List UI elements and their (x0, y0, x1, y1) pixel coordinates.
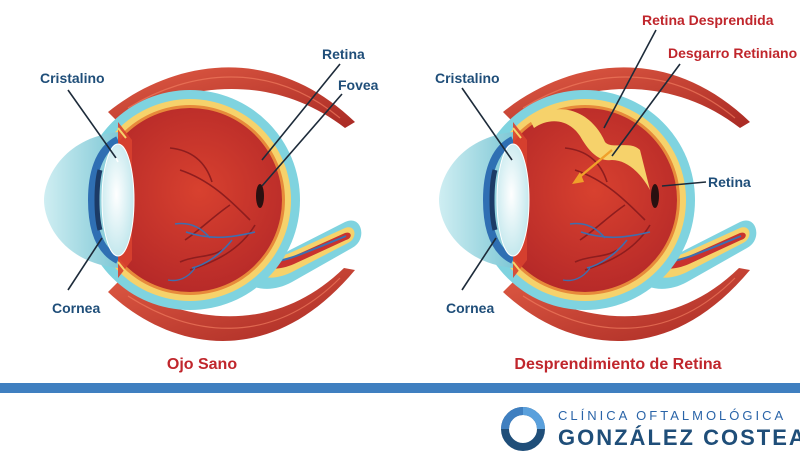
label-retina-desprendida: Retina Desprendida (642, 12, 774, 28)
leader-cristalino-right (461, 87, 513, 161)
leader-retina-left (261, 63, 341, 161)
healthy-eye-illustration (44, 67, 361, 341)
label-cornea-left: Cornea (52, 300, 100, 316)
label-cristalino-left: Cristalino (40, 70, 105, 86)
caption-healthy: Ojo Sano (167, 356, 237, 373)
label-cornea-right: Cornea (446, 300, 494, 316)
brand-line-1: CLÍNICA OFTALMOLÓGICA (558, 408, 787, 423)
label-desgarro-retiniano: Desgarro Retiniano (668, 45, 797, 61)
label-retina-left: Retina (322, 46, 365, 62)
leader-desgarro (611, 63, 681, 157)
leader-retina-desprendida (603, 29, 657, 129)
logo-ring-icon (501, 407, 545, 451)
label-cristalino-right: Cristalino (435, 70, 500, 86)
leader-retina-right (661, 181, 707, 187)
detached-retina-flap (530, 109, 650, 190)
leader-fovea-left (261, 93, 343, 187)
fovea-spot (256, 184, 264, 208)
brand-line-2: GONZÁLEZ COSTEA (558, 425, 800, 450)
label-retina-right: Retina (708, 174, 751, 190)
caption-detached: Desprendimiento de Retina (514, 356, 721, 373)
clinic-logo: CLÍNICA OFTALMOLÓGICA GONZÁLEZ COSTEA (498, 402, 800, 458)
footer-band (0, 383, 800, 393)
leader-cornea-left (67, 237, 103, 291)
detached-eye-illustration (439, 67, 756, 341)
leader-cristalino-left (67, 89, 117, 159)
label-fovea-left: Fovea (338, 77, 379, 93)
leader-cornea-right (461, 237, 497, 291)
